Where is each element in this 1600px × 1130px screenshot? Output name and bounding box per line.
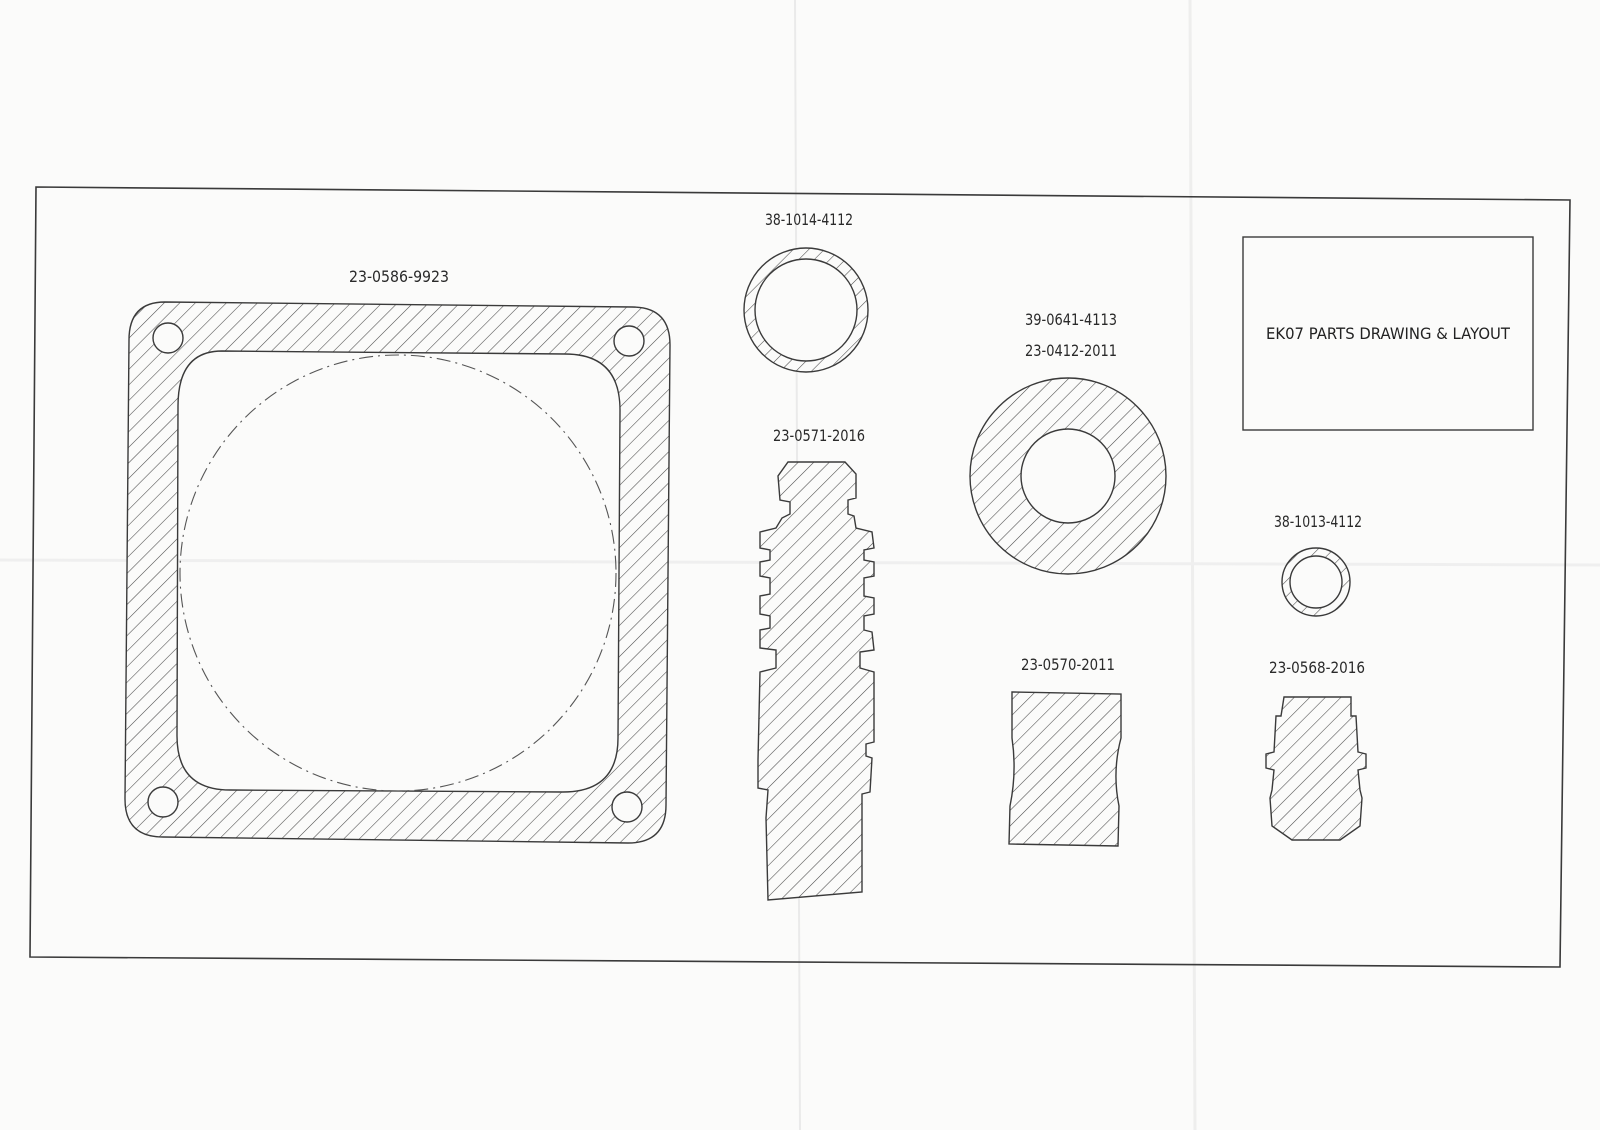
part-label-pin-short: 23-0568-2016: [1269, 658, 1365, 677]
part-label-ring-small: 38-1013-4112: [1274, 512, 1362, 531]
part-label-gasket: 23-0586-9923: [349, 267, 449, 286]
part-gasket: 23-0586-9923: [124, 267, 671, 844]
part-block: 23-0570-2011: [1008, 655, 1122, 847]
title-block: EK07 PARTS DRAWING & LAYOUT: [1242, 236, 1534, 431]
part-label-ring-large: 38-1014-4112: [765, 210, 853, 229]
title-block-text: EK07 PARTS DRAWING & LAYOUT: [1266, 324, 1510, 343]
part-label-block: 23-0570-2011: [1021, 655, 1115, 674]
part-washer: 39-0641-4113 23-0412-2011: [969, 310, 1167, 575]
part-ring-small: 38-1013-4112: [1274, 512, 1362, 617]
drawing-border: [29, 186, 1571, 968]
part-label-washer-line1: 39-0641-4113: [1025, 310, 1117, 329]
part-label-washer-line2: 23-0412-2011: [1025, 341, 1117, 360]
part-label-pin-long: 23-0571-2016: [773, 426, 865, 445]
part-ring-large: 38-1014-4112: [743, 210, 869, 373]
part-pin-long: 23-0571-2016: [757, 426, 875, 901]
part-pin-short: 23-0568-2016: [1265, 658, 1367, 841]
